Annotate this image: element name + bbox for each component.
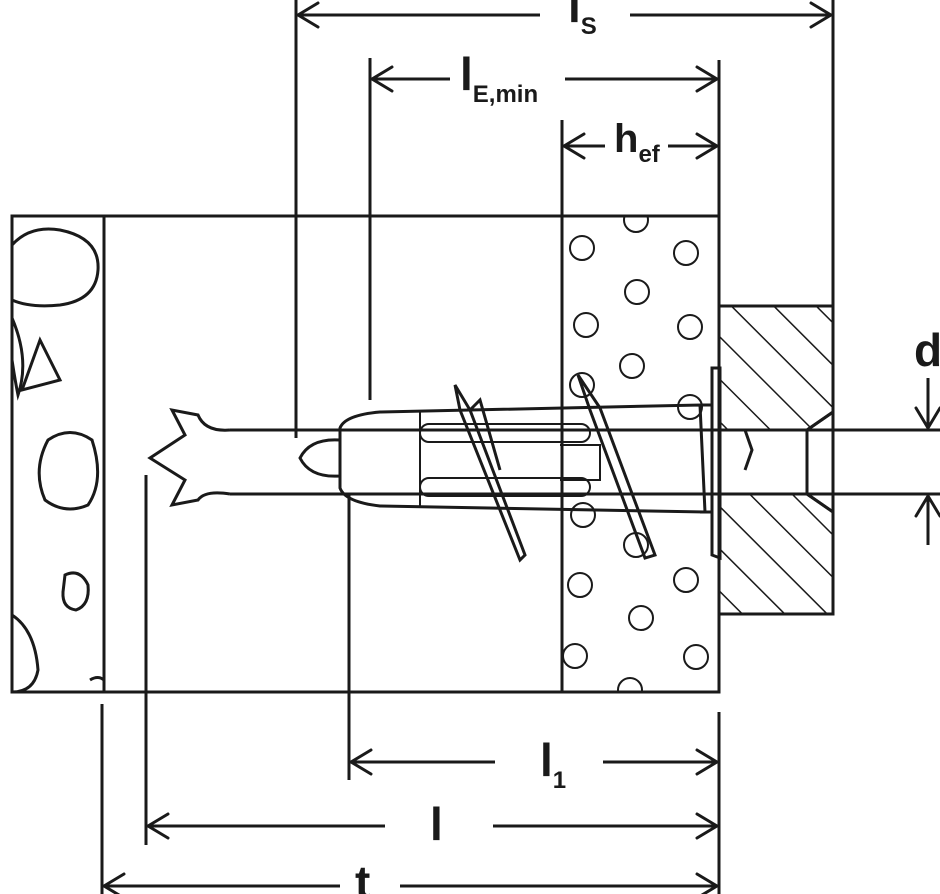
dimension-d bbox=[914, 378, 940, 545]
label-ls: lS bbox=[568, 0, 597, 40]
dimension-t bbox=[100, 704, 719, 894]
dimension-le-min bbox=[368, 58, 721, 400]
base-material-wall bbox=[10, 214, 721, 694]
dimension-l bbox=[144, 475, 719, 845]
dimension-hef bbox=[560, 120, 719, 216]
label-l1: l1 bbox=[540, 734, 566, 794]
stone-texture bbox=[12, 227, 104, 692]
drywall-texture bbox=[562, 216, 709, 692]
dimension-ls bbox=[294, 0, 835, 438]
drywall-anchor bbox=[147, 366, 754, 563]
fixture-part bbox=[717, 304, 835, 616]
label-t: t bbox=[355, 856, 370, 894]
label-l: l bbox=[430, 798, 443, 850]
label-d: d bbox=[914, 324, 940, 376]
screw bbox=[230, 409, 940, 515]
dimension-l1 bbox=[347, 494, 721, 894]
label-hef: hef bbox=[614, 117, 661, 168]
drywall-board bbox=[560, 216, 721, 692]
label-le-min: lE,min bbox=[460, 48, 538, 108]
